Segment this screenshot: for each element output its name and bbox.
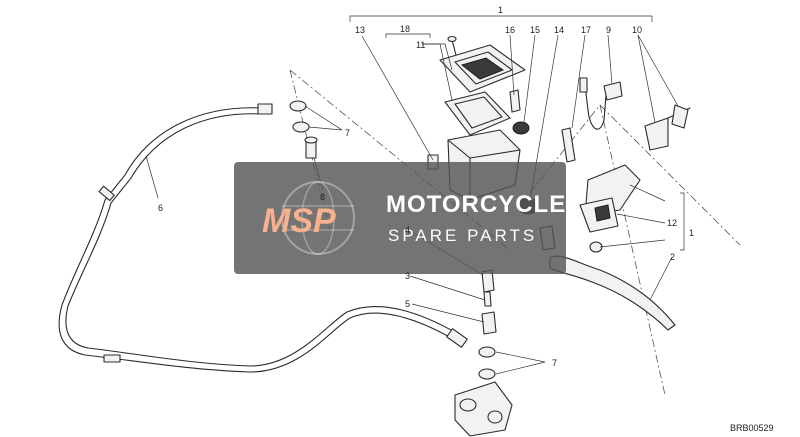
callout-3: 3 (405, 271, 410, 281)
slave-cylinder (454, 381, 513, 437)
drawing-code: BRB00529 (730, 423, 774, 433)
watermark-globe-icon (281, 181, 355, 255)
callouts: 1 13 18 11 16 15 14 17 9 10 7 8 6 4 3 5 … (158, 5, 694, 368)
callout-17: 17 (581, 25, 591, 35)
callout-2: 2 (670, 252, 675, 262)
reservoir-fitting (509, 89, 530, 135)
callout-14: 14 (554, 25, 564, 35)
callout-11: 11 (416, 40, 425, 50)
clutch-hose (58, 103, 468, 373)
callout-18: 18 (400, 24, 410, 34)
clutch-switch (579, 77, 623, 130)
callout-7-lower: 7 (552, 358, 557, 368)
callout-5: 5 (405, 299, 410, 309)
callout-16: 16 (505, 25, 515, 35)
callout-1-top: 1 (498, 5, 503, 15)
callout-7-upper: 7 (345, 128, 350, 138)
pin-17 (561, 127, 576, 163)
clutch-lever-assembly (549, 164, 676, 331)
watermark-title: MOTORCYCLE (386, 191, 566, 218)
watermark-subtitle: SPARE PARTS (388, 226, 537, 245)
handlebar-clamp (644, 104, 691, 151)
watermark-logo: MSP (262, 202, 336, 240)
callout-12: 12 (667, 218, 677, 228)
callout-9: 9 (606, 25, 611, 35)
slave-cylinder-fittings (478, 269, 497, 380)
callout-13: 13 (355, 25, 365, 35)
callout-15: 15 (530, 25, 540, 35)
watermark-band (234, 162, 566, 274)
callout-6: 6 (158, 203, 163, 213)
watermark: MSP MOTORCYCLE SPARE PARTS (234, 162, 566, 274)
callout-4: 4 (405, 225, 410, 235)
callout-1-right: 1 (689, 228, 694, 238)
banjo-bolt-upper (289, 100, 318, 159)
callout-8: 8 (320, 192, 325, 202)
callout-10: 10 (632, 25, 642, 35)
